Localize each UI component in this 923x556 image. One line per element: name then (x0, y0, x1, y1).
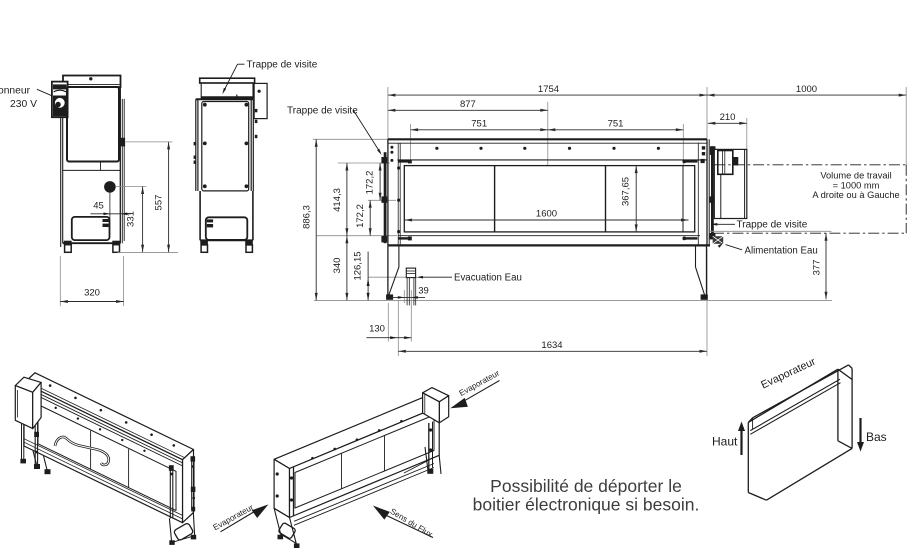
svg-text:751: 751 (608, 119, 624, 130)
svg-text:Trappe de visite: Trappe de visite (287, 106, 358, 117)
svg-text:Trappe de visite: Trappe de visite (247, 60, 318, 71)
svg-text:331: 331 (126, 211, 137, 227)
svg-text:320: 320 (84, 287, 100, 298)
svg-text:A droite ou à Gauche: A droite ou à Gauche (812, 190, 899, 200)
svg-text:boitier électronique si besoin: boitier électronique si besoin. (473, 495, 700, 515)
svg-text:1754: 1754 (538, 84, 559, 95)
svg-text:172,2: 172,2 (365, 171, 376, 195)
svg-text:Volume de travail: Volume de travail (820, 171, 891, 181)
svg-text:onneur: onneur (0, 86, 31, 97)
svg-text:1000: 1000 (796, 84, 817, 95)
svg-text:Possibilité de déporter le: Possibilité de déporter le (490, 476, 682, 496)
svg-text:= 1000 mm: = 1000 mm (833, 180, 880, 190)
svg-text:1634: 1634 (541, 340, 562, 351)
svg-text:414,3: 414,3 (332, 188, 343, 212)
svg-text:377: 377 (812, 260, 823, 276)
svg-text:Haut: Haut (712, 435, 738, 449)
svg-text:Trappe de visite: Trappe de visite (737, 220, 808, 231)
svg-text:230 V: 230 V (10, 99, 37, 110)
svg-text:172,2: 172,2 (355, 204, 366, 228)
svg-text:Evacuation Eau: Evacuation Eau (454, 272, 522, 283)
svg-text:210: 210 (720, 112, 736, 123)
svg-text:45: 45 (93, 201, 104, 212)
svg-text:126,15: 126,15 (353, 251, 364, 280)
svg-text:367,65: 367,65 (621, 177, 632, 206)
svg-text:877: 877 (460, 99, 476, 110)
svg-text:39: 39 (418, 285, 429, 296)
svg-text:Alimentation Eau: Alimentation Eau (745, 245, 818, 256)
svg-text:130: 130 (369, 323, 385, 334)
svg-text:340: 340 (332, 258, 343, 274)
svg-text:557: 557 (154, 195, 165, 211)
svg-text:Bas: Bas (866, 430, 887, 444)
svg-text:886,3: 886,3 (301, 205, 312, 229)
svg-text:1600: 1600 (536, 208, 557, 219)
svg-text:751: 751 (471, 119, 487, 130)
